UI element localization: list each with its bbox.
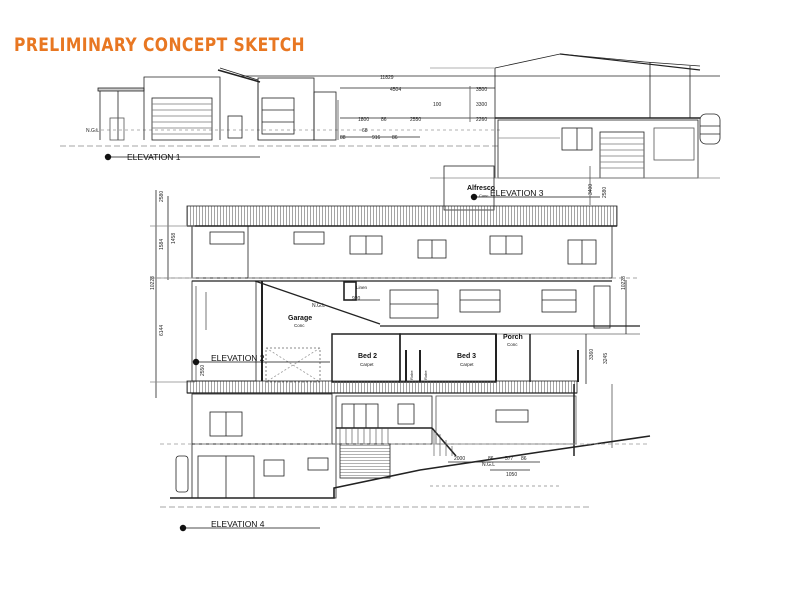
- dim-2260: 2260: [476, 117, 487, 123]
- ngl-e1: N.G.L: [86, 128, 99, 134]
- dim-1584: 1584: [159, 239, 165, 250]
- dim-2550-left: 2550: [200, 365, 206, 376]
- dim-86b: 86: [392, 135, 398, 141]
- dim-1458: 1458: [171, 233, 177, 244]
- elevation-2-label: ELEVATION 2: [211, 353, 265, 363]
- robe-2-label: Robe: [423, 370, 428, 380]
- linen-label: Linen: [356, 285, 368, 290]
- dim-3500: 3500: [476, 87, 487, 93]
- bed3-floor: Carpet: [460, 362, 474, 367]
- elevation-3-label: ELEVATION 3: [490, 188, 544, 198]
- dim-2580: 2580: [159, 191, 165, 202]
- dim-10228-left: 10228: [150, 276, 156, 290]
- dim-4504: 4504: [390, 87, 401, 93]
- dim-10228-right: 10228: [621, 276, 627, 290]
- dim-2550: 2550: [410, 117, 421, 123]
- alfresco-floor: Conc: [479, 193, 488, 198]
- elevation-2-drawing: [150, 190, 640, 398]
- dim-1050: 1050: [506, 472, 517, 478]
- alfresco-label: Alfresco: [467, 185, 495, 192]
- dim-1800: 1800: [358, 117, 369, 123]
- dim-2000: 2000: [454, 456, 465, 462]
- garage-label: Garage: [288, 315, 312, 322]
- ngl-e4: N.G.L: [482, 462, 495, 468]
- elevation-1-label: ELEVATION 1: [127, 152, 181, 162]
- elevation-4-drawing: [160, 380, 651, 508]
- dim-920: 920: [352, 296, 361, 302]
- ngl-e2: N.G.L: [312, 303, 325, 309]
- dim-3245: 3245: [603, 353, 609, 364]
- dim-577: 577: [505, 456, 514, 462]
- dim-916: 916: [372, 135, 381, 141]
- bed3-label: Bed 3: [457, 353, 476, 360]
- dim-100: 100: [433, 102, 442, 108]
- bed2-floor: Carpet: [360, 362, 374, 367]
- dim-3300: 3300: [476, 102, 487, 108]
- dim-3360: 3360: [589, 349, 595, 360]
- garage-floor: Conc: [294, 323, 305, 328]
- dim-86a: 86: [381, 117, 387, 123]
- porch-label: Porch: [503, 334, 523, 341]
- elevation-4-label: ELEVATION 4: [211, 519, 265, 529]
- bed2-label: Bed 2: [358, 353, 377, 360]
- dim-2580r: 2580: [602, 187, 608, 198]
- porch-floor: Conc: [507, 342, 518, 347]
- robe-1-label: Robe: [409, 370, 414, 380]
- dim-68: 68: [362, 128, 368, 134]
- elevation-1-drawing: [60, 53, 721, 179]
- dim-88: 88: [340, 135, 346, 141]
- dim-3400: 3400: [588, 184, 594, 195]
- dim-11829: 11829: [380, 75, 394, 81]
- dim-86d: 86: [521, 456, 527, 462]
- page-title: PRELIMINARY CONCEPT SKETCH: [14, 34, 305, 56]
- dim-6144: 6144: [159, 325, 165, 336]
- dim-86c: 86: [488, 456, 494, 462]
